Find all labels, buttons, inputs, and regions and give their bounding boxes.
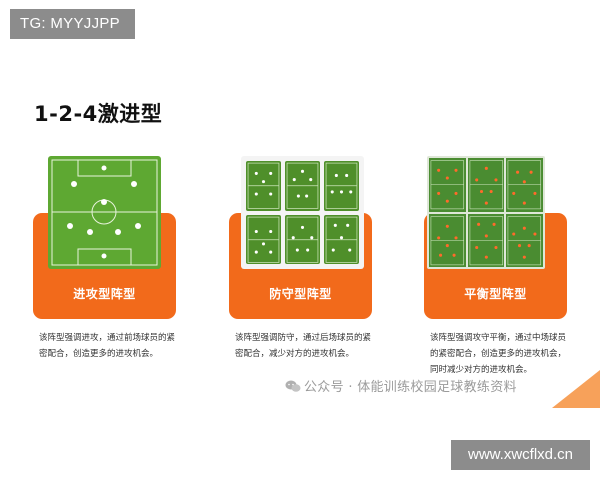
pitch-diagram [429,158,466,212]
top-tag: TG: MYYJJPP [10,9,135,39]
watermark-text: 公众号 · 体能训练校园足球教练资料 [304,380,517,395]
bottom-tag: www.xwcflxd.cn [451,440,590,470]
mini-pitch [285,161,320,211]
mini-pitch [246,161,281,211]
mini-pitch [324,161,359,211]
card-label: 防守型阵型 [269,287,332,301]
watermark: 公众号 · 体能训练校园足球教练资料 [285,376,517,395]
pitch-diagram [506,213,543,267]
corner-decoration [552,370,600,408]
card-description: 该阵型强调防守，通过后场球员的紧密配合，减少对方的进攻机会。 [235,333,372,359]
pitch-diagram [467,158,505,212]
pitch-diagram [506,158,543,212]
card-description: 该阵型强调进攻，通过前场球员的紧密配合，创造更多的进攻机会。 [39,333,176,359]
card-label: 平衡型阵型 [464,287,527,301]
mini-pitch [246,214,281,264]
pitch-diagram [467,213,505,267]
card-label: 进攻型阵型 [73,287,136,301]
card-description: 该阵型强调攻守平衡，通过中场球员的紧密配合，创造更多的进攻机会，同时减少对方的进… [430,333,567,375]
football-pitch-image [48,156,161,269]
page-title: 1-2-4激进型 [34,102,163,126]
pitch-diagram [429,213,466,267]
formation-card-defense[interactable]: 防守型阵型 该阵型强调防守，通过后场球员的紧密配合，减少对方的进攻机会。 [229,152,379,392]
mini-pitch [285,214,320,264]
mini-pitches-image [241,156,364,269]
formation-card-balanced[interactable]: 平衡型阵型 该阵型强调攻守平衡，通过中场球员的紧密配合，创造更多的进攻机会，同时… [424,152,574,392]
formation-card-attack[interactable]: 进攻型阵型 该阵型强调进攻，通过前场球员的紧密配合，创造更多的进攻机会。 [33,152,183,392]
pitch-diagrams-image [427,156,545,269]
mini-pitch [324,214,359,264]
wechat-icon [285,380,301,392]
